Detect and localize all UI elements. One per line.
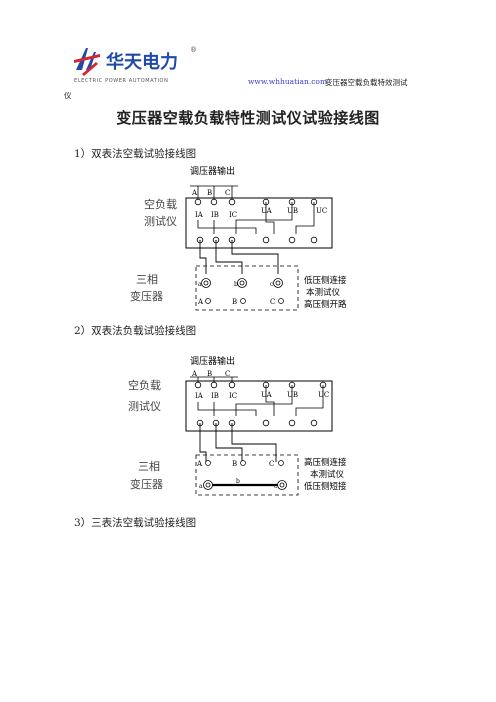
regulator-output-label: 调压器输出 (190, 355, 235, 367)
note-line3: 高压侧开路 (304, 299, 347, 310)
instrument-label-line1: 空负载 (128, 378, 161, 392)
low-terminal-c: c (274, 483, 278, 490)
transformer-label-line1: 三相 (136, 273, 158, 286)
instrument-box (185, 197, 333, 249)
header-product-text: 变压器空载负载特效测试 (325, 78, 408, 87)
low-terminal-c: c (270, 281, 274, 288)
transformer-box (195, 454, 299, 496)
high-terminal-c: C (270, 298, 275, 306)
section-heading-2: 2）双表法负载试验接线图 (74, 325, 197, 337)
note-line1: 低压侧连接 (304, 275, 347, 286)
section-heading-3: 3）三表法空载试验接线图 (74, 517, 197, 529)
phase-label-a: A (191, 370, 198, 378)
wiring-diagram-1: 调压器输出 A B C 空负载 测试仪 IA IB IC UA UB UC 三相… (130, 165, 347, 311)
high-terminal-a: A (197, 298, 204, 306)
logo-registered: ® (190, 46, 197, 54)
company-logo: 华天电力 ® ELECTRIC POWER AUTOMATION (74, 46, 197, 84)
current-terminal-a: IA (195, 392, 204, 400)
note-line2: 本测试仪 (306, 287, 341, 298)
instrument-label-line1: 空负载 (144, 197, 177, 211)
current-terminal-c: IC (229, 211, 237, 219)
note-line3: 低压侧短接 (304, 481, 347, 492)
phase-label-a: A (191, 189, 198, 197)
voltage-terminal-c: UC (316, 207, 327, 215)
low-terminal-a: a (199, 483, 203, 490)
high-terminal-b: B (232, 460, 237, 468)
current-terminal-b: IB (211, 392, 219, 400)
low-terminal-b: b (234, 281, 238, 288)
note-line2: 本测试仪 (310, 469, 345, 480)
note-line1: 高压侧连接 (304, 457, 347, 468)
logo-company-english: ELECTRIC POWER AUTOMATION (74, 78, 168, 84)
header-product-text-wrap: 仪 (64, 91, 72, 100)
phase-label-b: B (207, 189, 212, 197)
transformer-box (195, 265, 299, 311)
low-terminal-b: b (236, 478, 240, 485)
high-terminal-b: B (232, 298, 237, 306)
transformer-label-line2: 变压器 (130, 477, 163, 491)
low-terminal-a: a (198, 281, 202, 288)
voltage-terminal-a: UA (261, 391, 273, 399)
voltage-terminal-b: UB (287, 391, 298, 399)
voltage-terminal-c: UC (318, 391, 329, 399)
instrument-box (185, 380, 333, 432)
phase-label-c: C (225, 370, 230, 378)
voltage-terminal-a: UA (261, 207, 273, 215)
voltage-terminal-b: UB (287, 207, 298, 215)
regulator-output-label: 调压器输出 (190, 165, 235, 177)
wiring-diagram-2: 调压器输出 A B C 空负载 测试仪 IA IB IC UA UB UC 三相… (128, 355, 347, 496)
current-terminal-a: IA (195, 211, 204, 219)
current-terminal-c: IC (229, 392, 237, 400)
website-link[interactable]: www.whhuatian.com (248, 77, 328, 86)
document-title: 变压器空载负载特性测试仪试验接线图 (116, 109, 380, 127)
logo-company-name: 华天电力 (106, 51, 178, 73)
phase-label-c: C (225, 189, 230, 197)
section-heading-1: 1）双表法空载试验接线图 (74, 148, 197, 160)
logo-mark-icon (74, 48, 100, 76)
high-terminal-c: C (269, 460, 274, 468)
transformer-label-line2: 变压器 (130, 289, 163, 303)
high-terminal-a: A (196, 460, 203, 468)
instrument-label-line2: 测试仪 (128, 400, 161, 413)
transformer-label-line1: 三相 (138, 460, 160, 473)
phase-label-b: B (207, 370, 212, 378)
current-terminal-b: IB (211, 211, 219, 219)
instrument-label-line2: 测试仪 (144, 215, 177, 228)
